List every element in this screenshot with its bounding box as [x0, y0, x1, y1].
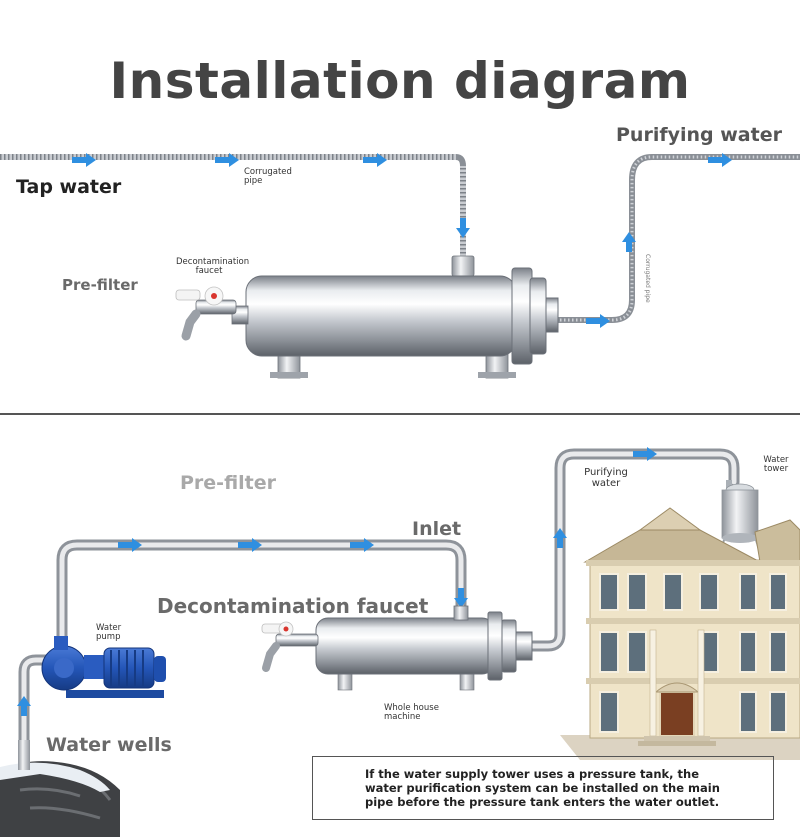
pre-filter-label-top: Pre-filter: [62, 276, 138, 294]
purifying-water-label: Purifying water: [616, 124, 782, 146]
corrugated-pipe-label-left: Corrugated pipe: [244, 167, 292, 186]
top-filter-housing: [231, 255, 559, 379]
flow-arrows-bottom: [17, 447, 657, 716]
flow-arrows-top: [72, 153, 732, 328]
decontamination-faucet-label-bottom: Decontamination faucet: [157, 594, 429, 618]
water-well: [0, 740, 120, 837]
note-box: If the water supply tower uses a pressur…: [312, 756, 774, 820]
pre-filter-label-bottom: Pre-filter: [180, 472, 277, 494]
purifying-water-label-bottom: Purifying water: [584, 467, 628, 489]
water-pump: [41, 636, 166, 698]
bottom-filter-housing: [315, 605, 533, 691]
section-divider: [0, 413, 800, 415]
water-pump-label: Water pump: [96, 623, 122, 642]
water-wells-label: Water wells: [46, 734, 172, 756]
whole-house-machine-label: Whole house machine: [384, 703, 439, 722]
note-text: If the water supply tower uses a pressur…: [365, 767, 720, 809]
top-faucet: [175, 286, 237, 341]
tap-water-label: Tap water: [16, 176, 122, 198]
decontamination-faucet-label-top: Decontamination faucet: [176, 257, 250, 276]
house: [560, 507, 800, 760]
inlet-label: Inlet: [412, 518, 462, 540]
diagram-title: Installation diagram: [109, 52, 691, 110]
bottom-pipes: [18, 448, 740, 758]
corrugated-pipe-label-right: Corrugated pipe: [644, 254, 651, 303]
bottom-faucet: [261, 621, 319, 672]
water-tower-label: Water tower: [763, 455, 789, 474]
